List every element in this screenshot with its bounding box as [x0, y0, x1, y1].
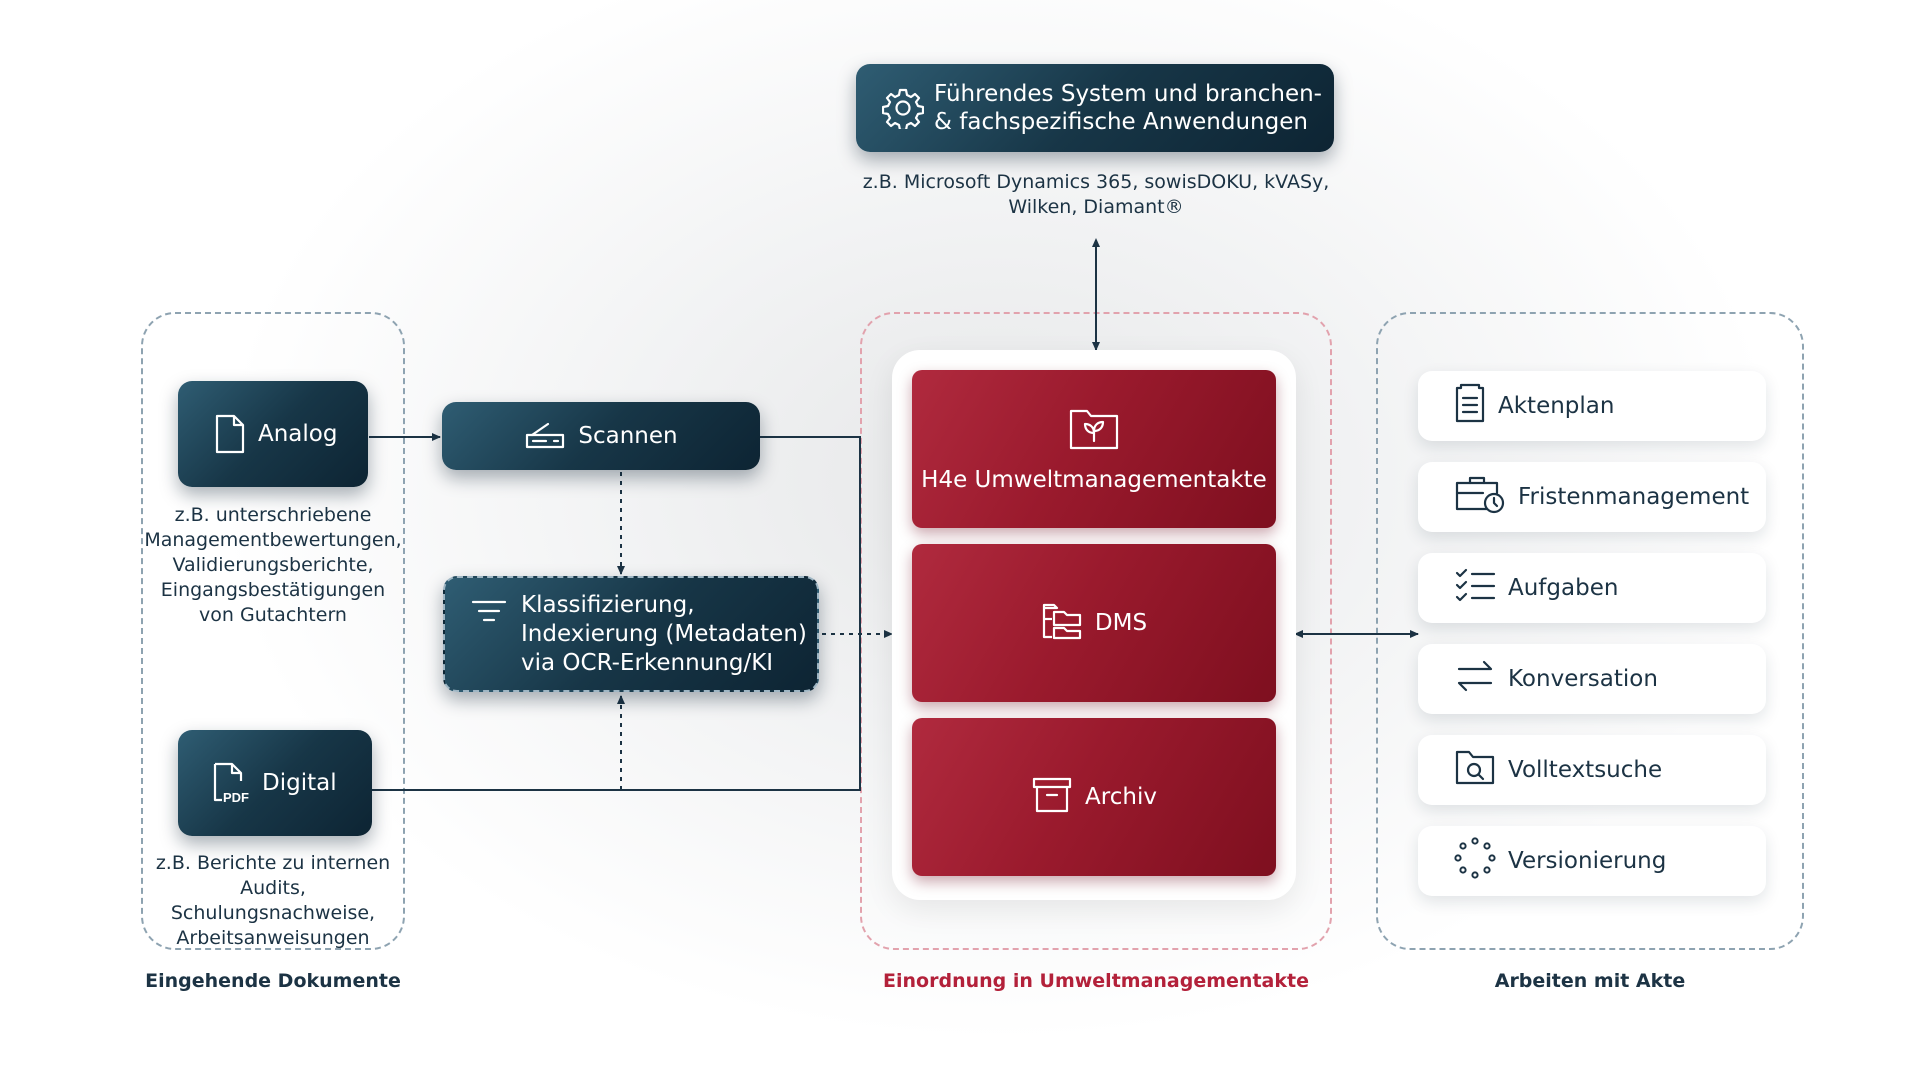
analog-caption-line: Validierungsberichte, — [172, 554, 374, 576]
gear-icon — [881, 87, 925, 132]
dms-box: DMS — [912, 544, 1276, 702]
folder-tree-icon — [1041, 602, 1083, 644]
incoming-documents-label: Eingehende Dokumente — [145, 970, 401, 992]
feature-label: Aufgaben — [1508, 575, 1619, 601]
feature-label: Aktenplan — [1498, 393, 1615, 419]
archive-box: Archiv — [912, 718, 1276, 876]
analog-caption-line: Managementbewertungen, — [144, 529, 402, 551]
filter-icon — [471, 598, 507, 628]
file-plan-icon — [1454, 382, 1498, 430]
classify-line: Indexierung (Metadaten) — [521, 620, 807, 647]
feature-label: Fristenmanagement — [1518, 484, 1750, 510]
analog-caption-line: z.B. unterschriebene — [174, 504, 372, 526]
feature-file-plan: Aktenplan — [1418, 371, 1766, 441]
digital-box: PDF Digital — [178, 730, 372, 836]
feature-deadline-management: Fristenmanagement — [1418, 462, 1766, 532]
analog-caption-line: von Gutachtern — [199, 604, 347, 626]
file-center-label: Einordnung in Umweltmanagementakte — [883, 970, 1309, 992]
scanner-icon — [524, 421, 566, 451]
folder-search-icon — [1454, 748, 1508, 792]
feature-label: Versionierung — [1508, 848, 1667, 874]
h4e-file-label: H4e Umweltmanagementakte — [921, 467, 1267, 493]
dms-label: DMS — [1094, 610, 1148, 636]
feature-conversation: Konversation — [1418, 644, 1766, 714]
digital-caption-line: Arbeitsanweisungen — [176, 927, 370, 949]
digital-caption: z.B. Berichte zu internen Audits, Schulu… — [143, 851, 403, 951]
leading-system-box: Führendes System und branchen- & fachspe… — [856, 64, 1334, 152]
classify-box: Klassifizierung, Indexierung (Metadaten)… — [443, 576, 819, 692]
scan-label: Scannen — [578, 423, 678, 449]
analog-box: Analog — [178, 381, 368, 487]
leading-system-title-line2: & fachspezifische Anwendungen — [934, 109, 1308, 135]
analog-caption-line: Eingangsbestätigungen — [160, 579, 386, 601]
scan-to-file-line — [760, 436, 861, 634]
archive-label: Archiv — [1085, 784, 1157, 810]
analog-label: Analog — [258, 421, 338, 447]
working-with-file-label: Arbeiten mit Akte — [1494, 970, 1686, 992]
digital-to-file-line — [372, 634, 861, 791]
dotted-circle-icon — [1454, 837, 1508, 885]
classify-line: Klassifizierung, — [521, 591, 695, 618]
digital-caption-line: z.B. Berichte zu internen — [155, 852, 391, 874]
checklist-icon — [1454, 567, 1508, 609]
document-icon — [214, 413, 246, 455]
leading-system-caption-line1: z.B. Microsoft Dynamics 365, sowisDOKU, … — [862, 171, 1330, 193]
leading-system-caption: z.B. Microsoft Dynamics 365, sowisDOKU, … — [840, 170, 1352, 220]
arrows-exchange-icon — [1454, 658, 1508, 700]
incoming-documents-group — [141, 312, 405, 950]
scan-box: Scannen — [442, 402, 760, 470]
feature-full-text-search: Volltextsuche — [1418, 735, 1766, 805]
leading-system-caption-line2: Wilken, Diamant® — [1008, 196, 1184, 218]
eco-folder-icon — [1068, 405, 1120, 455]
digital-label: Digital — [262, 770, 337, 796]
leading-system-title-line1: Führendes System und branchen- — [934, 81, 1322, 107]
analog-caption: z.B. unterschriebene Managementbewertung… — [143, 503, 403, 628]
archive-box-icon — [1031, 775, 1073, 819]
feature-label: Volltextsuche — [1508, 757, 1663, 783]
pdf-icon: PDF — [212, 761, 252, 805]
feature-label: Konversation — [1508, 666, 1658, 692]
svg-text:PDF: PDF — [223, 790, 249, 805]
feature-tasks: Aufgaben — [1418, 553, 1766, 623]
digital-caption-line: Audits, Schulungsnachweise, — [170, 877, 376, 924]
h4e-file-box: H4e Umweltmanagementakte — [912, 370, 1276, 528]
briefcase-clock-icon — [1454, 474, 1518, 520]
feature-versioning: Versionierung — [1418, 826, 1766, 896]
classify-line: via OCR-Erkennung/KI — [521, 649, 774, 676]
